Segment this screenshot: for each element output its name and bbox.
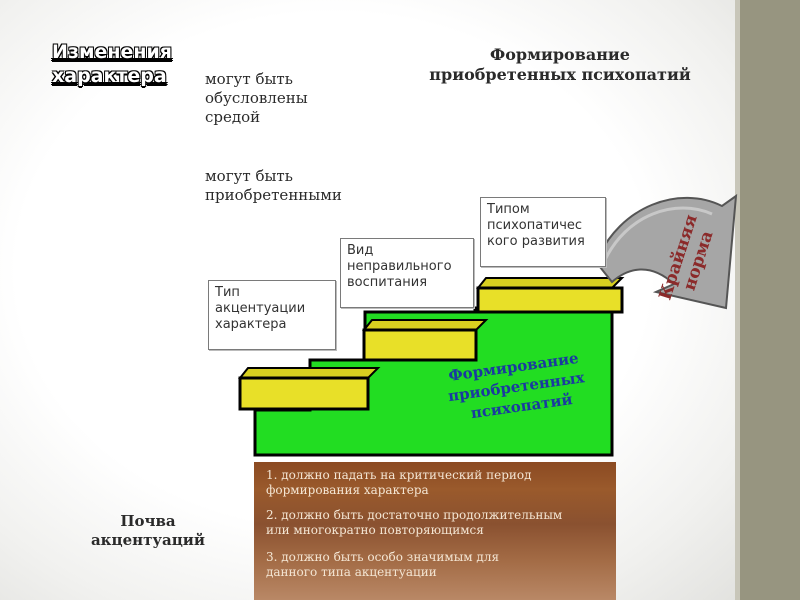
arrow-highlight bbox=[602, 206, 713, 263]
step-2-box: Вид неправильного воспитания bbox=[340, 238, 474, 308]
soil-condition-line: формирования характера bbox=[266, 483, 429, 497]
extreme-norm-arrow bbox=[594, 193, 738, 310]
soil-condition-1: 1. должно падать на критический период ф… bbox=[266, 468, 606, 498]
step-1-front bbox=[238, 376, 370, 411]
soil-condition-3: 3. должно быть особо значимым для данног… bbox=[266, 550, 606, 580]
note-acquired: могут быть приобретенными bbox=[205, 167, 342, 205]
step-2-front bbox=[362, 328, 478, 362]
title-line-2: приобретенных психопатий bbox=[429, 65, 691, 84]
step-3-front bbox=[476, 286, 624, 314]
soil-label-line-1: Почва bbox=[120, 512, 176, 530]
step-3-box: Типом психопатичес кого развития bbox=[480, 197, 606, 267]
note-line: могут быть bbox=[205, 70, 293, 88]
step-1-box: Тип акцентуации характера bbox=[208, 280, 336, 350]
soil-condition-line: данного типа акцентуации bbox=[266, 565, 437, 579]
soil-condition-line: или многократно повторяющимся bbox=[266, 523, 484, 537]
diagram-title: Формирование приобретенных психопатий bbox=[410, 45, 710, 85]
soil-conditions-panel: 1. должно падать на критический период ф… bbox=[254, 462, 616, 600]
note-environment: могут быть обусловлены средой bbox=[205, 70, 308, 127]
step-1-text: акцентуации bbox=[215, 301, 306, 316]
soil-condition-2: 2. должно быть достаточно продолжительны… bbox=[266, 508, 606, 538]
step-1-text: Тип bbox=[215, 285, 240, 300]
step-2-text: Вид bbox=[347, 243, 374, 258]
sidebar-edge bbox=[735, 0, 740, 600]
slide-heading: Изменения характера bbox=[52, 40, 172, 88]
step-3-text: психопатичес bbox=[487, 218, 583, 233]
note-line: средой bbox=[205, 108, 261, 126]
soil-label-line-2: акцентуаций bbox=[90, 531, 206, 549]
step-3-text: кого развития bbox=[487, 234, 585, 249]
soil-condition-line: 1. должно падать на критический период bbox=[266, 468, 532, 482]
step-3-text: Типом bbox=[487, 202, 530, 217]
step-1-text: характера bbox=[215, 317, 287, 332]
heading-line-1: Изменения bbox=[52, 41, 173, 63]
title-line-1: Формирование bbox=[490, 45, 630, 64]
right-decor-strip bbox=[740, 0, 800, 600]
soil-condition-line: 3. должно быть особо значимым для bbox=[266, 550, 500, 564]
note-line: могут быть bbox=[205, 167, 293, 185]
step-2-text: воспитания bbox=[347, 275, 428, 290]
note-line: приобретенными bbox=[205, 186, 342, 204]
heading-line-2: характера bbox=[52, 65, 167, 87]
note-line: обусловлены bbox=[205, 89, 308, 107]
step-2-text: неправильного bbox=[347, 259, 452, 274]
soil-label: Почва акцентуаций bbox=[78, 512, 218, 550]
soil-condition-line: 2. должно быть достаточно продолжительны… bbox=[266, 508, 563, 522]
